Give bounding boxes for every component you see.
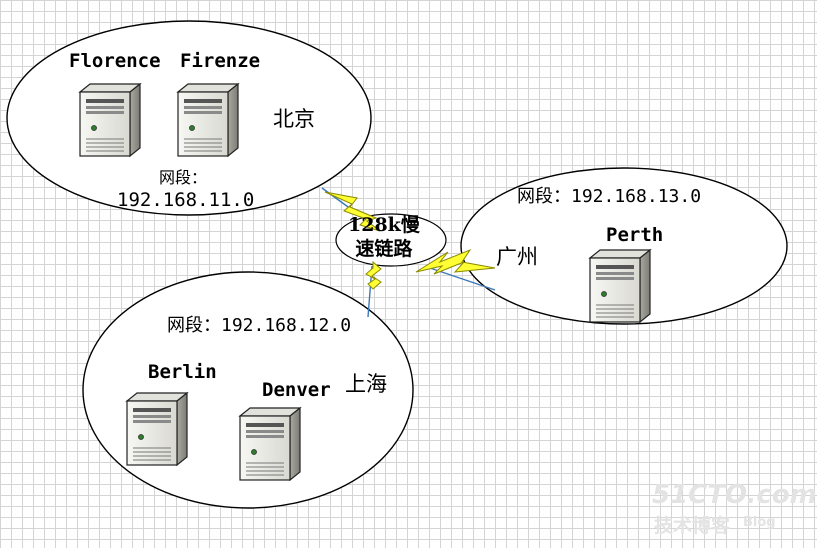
server-label-florence: Florence <box>69 50 161 72</box>
network-label-shanghai: 网段：192.168.12.0 <box>167 315 352 336</box>
wan-link-label-line1: 128k慢 <box>348 214 420 236</box>
network-prefix-beijing: 网段： <box>159 168 208 187</box>
wan-link-label: 128k慢 速链路 <box>348 213 420 261</box>
city-label-guangzhou: 广州 <box>496 245 538 269</box>
server-label-denver: Denver <box>262 379 331 401</box>
wan-link-ellipse <box>335 213 447 267</box>
city-label-shanghai: 上海 <box>345 372 387 396</box>
server-icon <box>177 83 239 157</box>
network-address-beijing: 192.168.11.0 <box>117 189 255 211</box>
server-icon <box>589 249 651 323</box>
city-label-beijing: 北京 <box>273 107 315 131</box>
server-label-firenze: Firenze <box>180 50 261 72</box>
server-icon <box>239 407 301 481</box>
guangzhou-site-ellipse <box>460 167 788 325</box>
server-icon <box>126 392 188 466</box>
wan-link-label-line2: 速链路 <box>355 238 413 260</box>
watermark-site: 51CTO.com <box>652 480 817 510</box>
watermark-sub: Blog <box>743 515 776 530</box>
server-icon <box>79 83 141 157</box>
lightning-bolt-icon <box>365 260 382 290</box>
network-diagram <box>6 20 788 509</box>
server-label-perth: Perth <box>606 224 664 246</box>
network-label-guangzhou: 网段：192.168.13.0 <box>517 186 702 207</box>
lightning-bolt-icon <box>415 248 496 275</box>
lightning-bolt-icon <box>324 191 381 232</box>
watermark-tagline: 技术博客 <box>654 515 731 537</box>
server-label-berlin: Berlin <box>148 361 217 383</box>
